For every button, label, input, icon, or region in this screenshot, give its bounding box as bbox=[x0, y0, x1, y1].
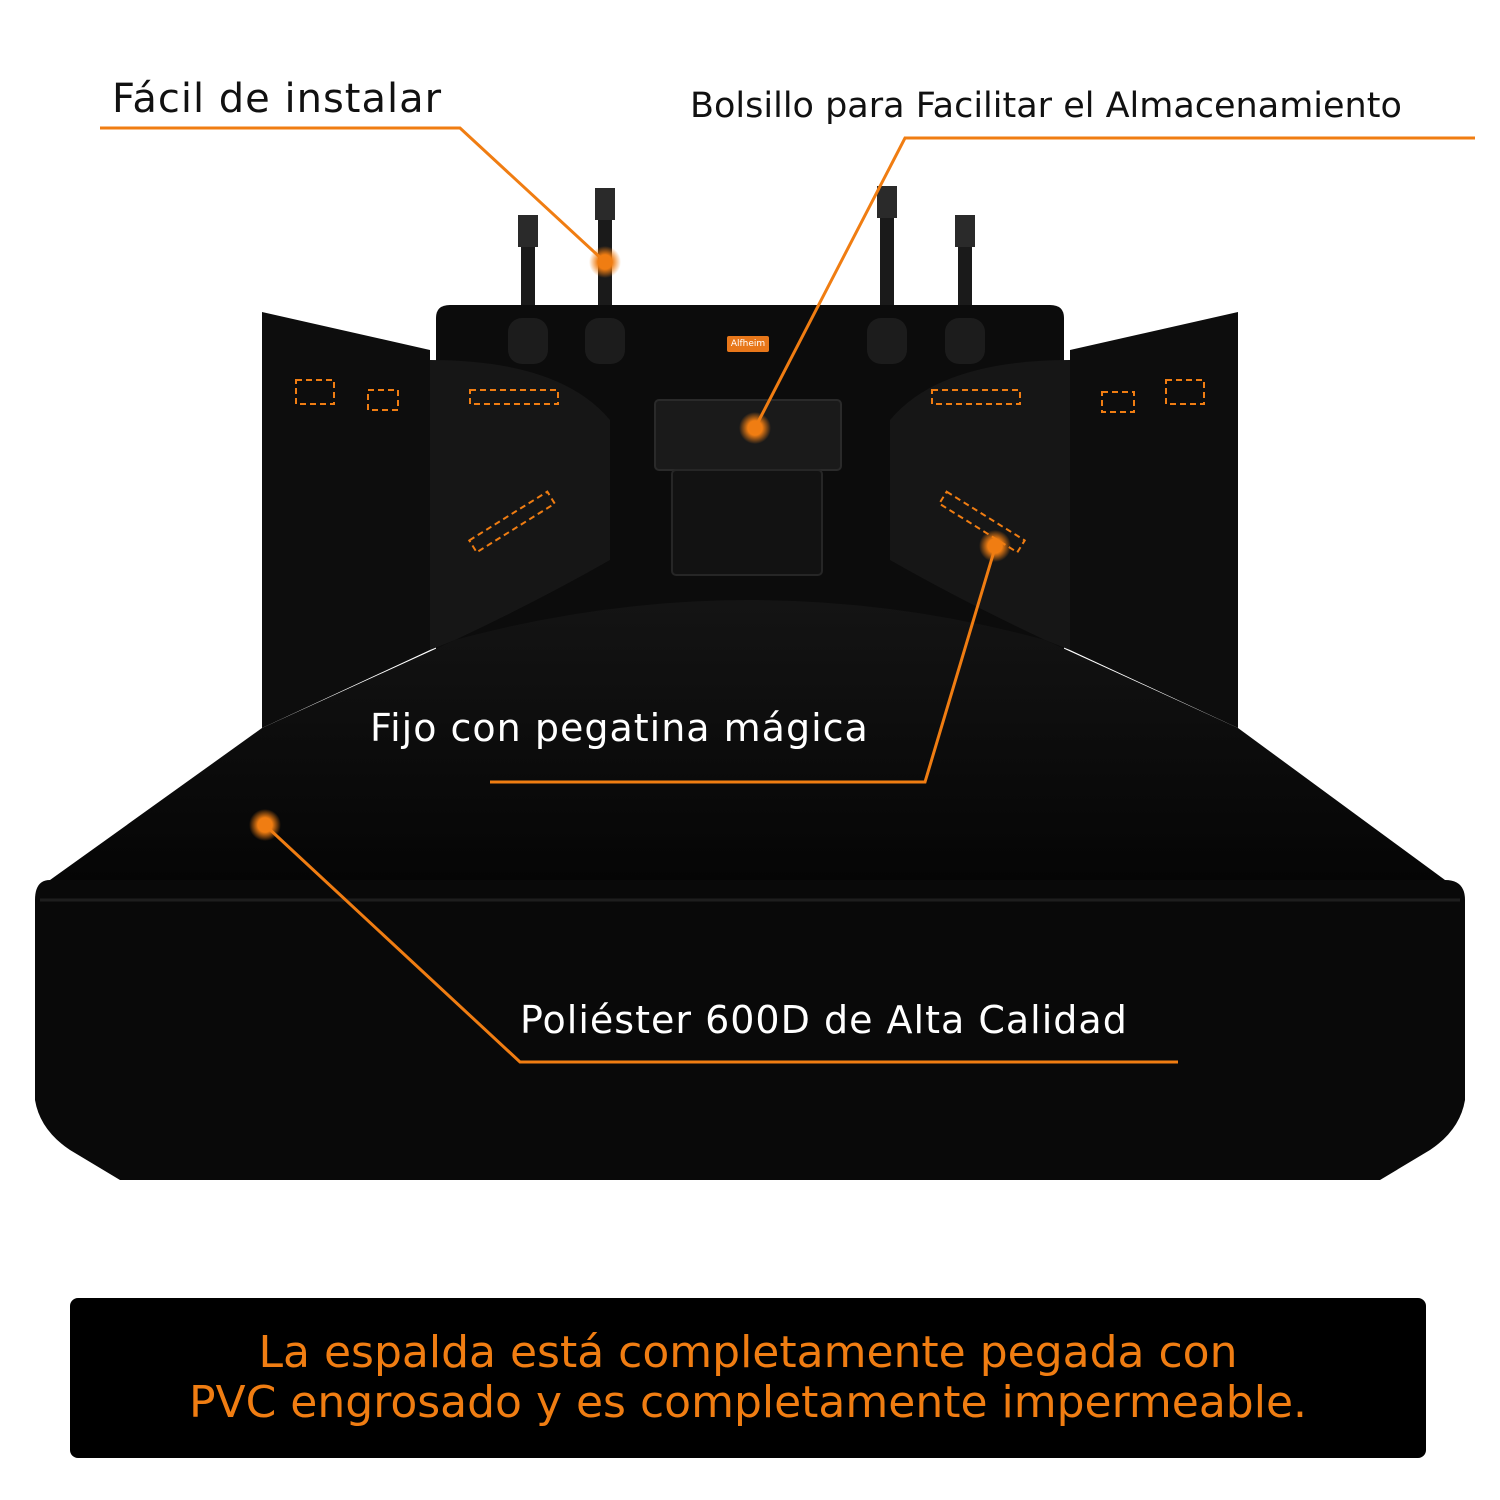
callout-lines bbox=[100, 126, 1475, 1064]
strap-4-buckle bbox=[955, 215, 975, 247]
callout-line-pocket bbox=[753, 136, 1475, 429]
callout-line-material bbox=[263, 823, 1178, 1064]
bumper-flap bbox=[35, 880, 1465, 1180]
velcro-marker-6 bbox=[937, 490, 1027, 554]
velcro-marker-7 bbox=[1101, 391, 1135, 413]
strap-anchor-4 bbox=[945, 318, 985, 364]
callout-velcro-label: Fijo con pegatina mágica bbox=[370, 706, 869, 750]
callout-dots bbox=[249, 246, 1011, 841]
strap-1-buckle bbox=[518, 215, 538, 247]
callout-dot-pocket bbox=[739, 412, 771, 444]
callout-dot-velcro bbox=[979, 530, 1011, 562]
banner-line-1: La espalda está completamente pegada con bbox=[258, 1327, 1238, 1378]
strap-anchor-3 bbox=[867, 318, 907, 364]
velcro-marker-2 bbox=[367, 389, 399, 411]
banner-line-2: PVC engrosado y es completamente imperme… bbox=[188, 1377, 1308, 1428]
callout-pocket-label: Bolsillo para Facilitar el Almacenamient… bbox=[690, 86, 1402, 126]
brand-tag: Alfheim bbox=[727, 336, 769, 352]
strap-2-buckle bbox=[595, 188, 615, 220]
left-inner-flap bbox=[430, 360, 610, 650]
callout-line-velcro bbox=[490, 547, 997, 784]
callout-material-label: Poliéster 600D de Alta Calidad bbox=[520, 998, 1128, 1042]
right-inner-flap bbox=[890, 360, 1070, 650]
velcro-marker-8 bbox=[1165, 379, 1205, 405]
strap-anchors bbox=[508, 318, 985, 364]
velcro-markers bbox=[295, 379, 1205, 554]
strap-group bbox=[518, 186, 975, 325]
velcro-marker-3 bbox=[469, 389, 559, 405]
strap-3-buckle bbox=[877, 186, 897, 218]
velcro-marker-4 bbox=[467, 490, 557, 554]
callout-install-label: Fácil de instalar bbox=[112, 76, 443, 122]
strap-3 bbox=[880, 188, 894, 325]
floor-surface bbox=[50, 600, 1445, 880]
left-side-wall bbox=[262, 312, 430, 728]
waterproof-banner: La espalda está completamente pegada con… bbox=[70, 1298, 1426, 1458]
strap-anchor-1 bbox=[508, 318, 548, 364]
callout-dot-install bbox=[589, 246, 621, 278]
velcro-marker-1 bbox=[295, 379, 335, 405]
callout-line-install bbox=[100, 126, 607, 264]
strap-anchor-2 bbox=[585, 318, 625, 364]
storage-pocket-body bbox=[671, 469, 823, 576]
velcro-marker-5 bbox=[931, 389, 1021, 405]
right-side-wall bbox=[1070, 312, 1238, 728]
callout-dot-material bbox=[249, 809, 281, 841]
